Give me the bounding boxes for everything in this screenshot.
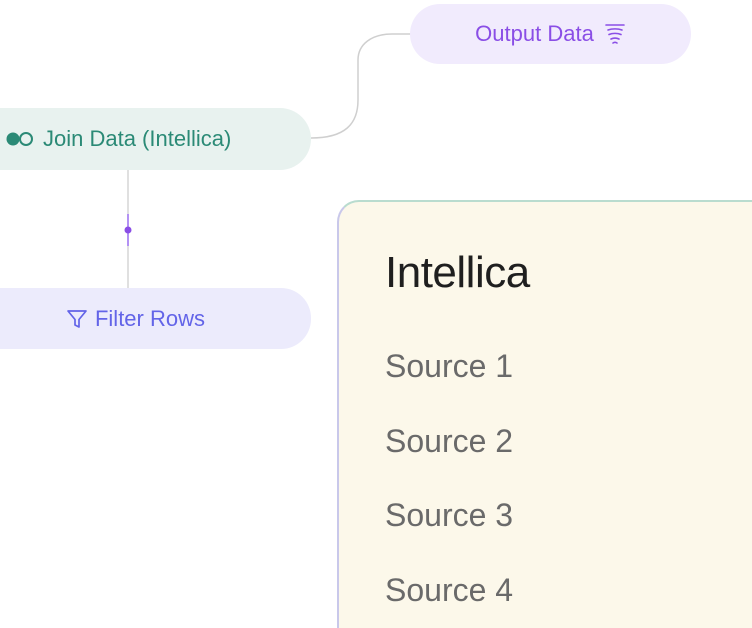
- filter-rows-label: Filter Rows: [94, 305, 205, 331]
- funnel-icon: [66, 308, 88, 330]
- join-to-output-connector: [310, 33, 412, 139]
- join-circles-icon: [5, 131, 37, 147]
- intellica-source-panel: Intellica Source 1 Source 2 Source 3 Sou…: [337, 200, 752, 628]
- join-data-label: Join Data (Intellica): [43, 126, 232, 151]
- stack-icon: [604, 22, 626, 46]
- connector-midpoint-dot[interactable]: [124, 226, 132, 234]
- source-item[interactable]: Source 3: [385, 497, 514, 533]
- source-item[interactable]: Source 2: [385, 422, 514, 459]
- source-list: Source 1 Source 2 Source 3 Source 4: [385, 346, 513, 628]
- source-item[interactable]: Source 1: [385, 348, 514, 384]
- join-data-node[interactable]: Join Data (Intellica): [0, 108, 311, 170]
- output-data-label: Output Data: [475, 21, 594, 46]
- panel-title: Intellica: [385, 248, 530, 297]
- output-data-node[interactable]: Output Data: [410, 4, 691, 64]
- source-item[interactable]: Source 4: [385, 571, 514, 608]
- filter-rows-node[interactable]: Filter Rows: [0, 288, 311, 349]
